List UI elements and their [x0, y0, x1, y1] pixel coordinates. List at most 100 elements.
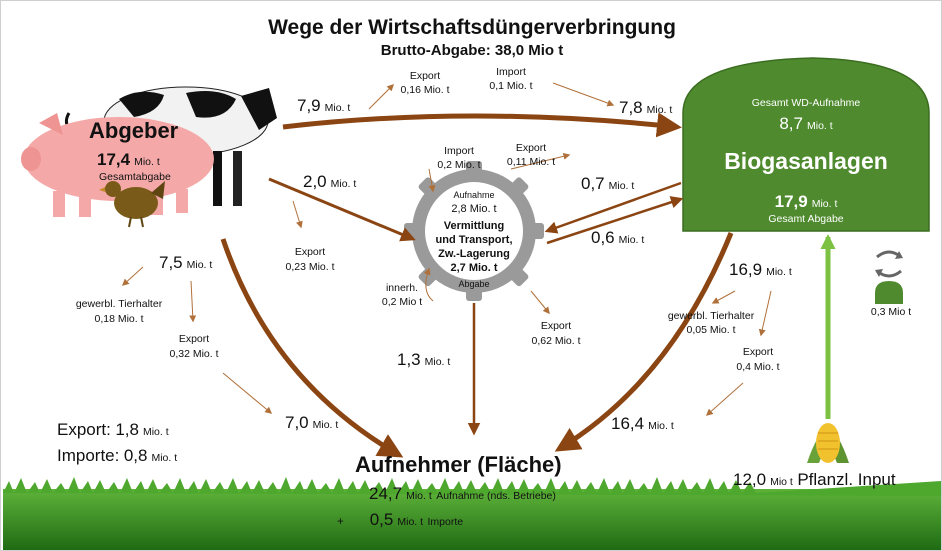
- flow-unit: Mio. t: [324, 102, 351, 114]
- flow-export-left: [189, 280, 197, 323]
- total-export-label: Export:: [57, 420, 111, 439]
- import-gear-label: Import: [444, 145, 474, 157]
- flow-gewerbl-right: [711, 290, 736, 304]
- abgeber-sub: Gesamtabgabe: [99, 171, 171, 183]
- flow-value: 7,5: [159, 253, 183, 272]
- biogas-output-label: Gesamt Abgabe: [768, 213, 844, 225]
- flow-unit: Mio. t: [424, 356, 451, 368]
- total-export-value: 1,8: [115, 420, 139, 439]
- export-mid-value: 0,23 Mio. t: [285, 261, 335, 273]
- flow-unit: Mio. t: [608, 180, 635, 192]
- export-left-value: 0,32 Mio. t: [169, 348, 219, 360]
- biogas-label: Biogasanlagen: [724, 148, 888, 174]
- aufnehmer-label: Aufnehmer (Fläche): [355, 452, 562, 477]
- gear-abgabe-label: Abgabe: [458, 279, 490, 289]
- export-right-label: Export: [742, 346, 774, 358]
- biogas-dome: [682, 57, 930, 232]
- plant-input-unit: Mio t: [770, 476, 793, 488]
- flow-unit: Mio. t: [618, 234, 645, 246]
- export-left-label: Export: [178, 333, 210, 345]
- aufnehmer-plus: +: [337, 516, 344, 528]
- flow-value: 7,0: [285, 413, 309, 432]
- export-gear-value: 0,11 Mio. t: [506, 156, 556, 168]
- flow-unit: Mio. t: [312, 419, 339, 431]
- total-export-unit: Mio. t: [142, 426, 169, 438]
- flow-gear-biogas: [546, 196, 684, 245]
- pig-icon: [21, 113, 214, 217]
- aufnehmer-unit2: Mio. t: [397, 516, 424, 528]
- flow-value: 16,4: [611, 414, 645, 433]
- gear-aufnahme-label: Aufnahme: [453, 190, 495, 200]
- biogas-intake-label: Gesamt WD-Aufnahme: [751, 97, 861, 109]
- export-gear-down-label: Export: [540, 320, 572, 332]
- gear-icon: [404, 161, 544, 301]
- flow-biogas-field: [554, 232, 734, 452]
- corn-icon: [807, 423, 849, 463]
- innerh-label: innerh.: [385, 282, 419, 294]
- gewerbl-right-label: gewerbl. Tierhalter: [667, 310, 755, 322]
- import-top-value: 0,1 Mio. t: [489, 80, 533, 92]
- flow-abgeber-field: [220, 238, 404, 458]
- export-top-value: 0,16 Mio. t: [400, 84, 450, 96]
- plant-input-label: Pflanzl. Input: [797, 470, 896, 489]
- flow-unit: Mio. t: [648, 420, 674, 432]
- import-top-label: Import: [496, 66, 526, 78]
- flow-abgeber-biogas: [282, 112, 682, 138]
- biogas-intake-unit: Mio. t: [806, 120, 833, 132]
- gear-line1: Vermittlung: [443, 220, 505, 232]
- flow-biogas-gear: [544, 181, 682, 234]
- flow-abgeber-gear: [268, 177, 416, 242]
- flow-unit: Mio. t: [646, 104, 673, 116]
- export-mid-label: Export: [294, 246, 326, 258]
- gear-line2: und Transport,: [435, 234, 513, 246]
- flow-export-top: [368, 84, 394, 110]
- innerh-value: 0,2 Mio t: [381, 296, 423, 308]
- biogas-intake-value: 8,7: [779, 114, 803, 133]
- export-gear-down-value: 0,62 Mio. t: [531, 335, 581, 347]
- aufnehmer-value2: 0,5: [369, 510, 394, 529]
- biogas-output-unit: Mio. t: [811, 198, 838, 210]
- flow-export-right-down: [705, 382, 744, 416]
- flow-import-gear: [428, 168, 436, 193]
- gewerbl-left-label: gewerbl. Tierhalter: [75, 298, 163, 310]
- aufnehmer-desc2: Importe: [427, 516, 464, 528]
- aufnehmer-unit1: Mio. t: [406, 490, 432, 502]
- export-right-value: 0,4 Mio. t: [736, 361, 780, 373]
- flow-value: 1,3: [397, 350, 421, 369]
- export-top-label: Export: [409, 70, 441, 82]
- plant-input-value: 12,0: [733, 470, 767, 489]
- gewerbl-right-value: 0,05 Mio. t: [686, 324, 736, 336]
- flow-export-gear-down: [530, 290, 550, 315]
- aufnehmer-desc1: Aufnahme (nds. Betriebe): [436, 490, 556, 502]
- flow-value: 7,8: [619, 98, 643, 117]
- flow-unit: Mio. t: [330, 178, 357, 190]
- aufnehmer-value1: 24,7: [369, 484, 403, 503]
- abgeber-unit: Mio. t: [134, 156, 160, 168]
- total-import-unit: Mio. t: [151, 452, 178, 464]
- abgeber-value: 17,4: [97, 150, 131, 169]
- biogas-output-value: 17,9: [774, 192, 808, 211]
- hen-icon: [99, 181, 165, 228]
- flow-import-top: [552, 82, 615, 107]
- flow-unit: Mio. t: [766, 266, 792, 278]
- flow-export-gear: [510, 152, 571, 170]
- diagram-subtitle: Brutto-Abgabe: 38,0 Mio t: [380, 42, 564, 59]
- flow-value: 0,6: [591, 228, 615, 247]
- flow-value: 7,9: [297, 96, 321, 115]
